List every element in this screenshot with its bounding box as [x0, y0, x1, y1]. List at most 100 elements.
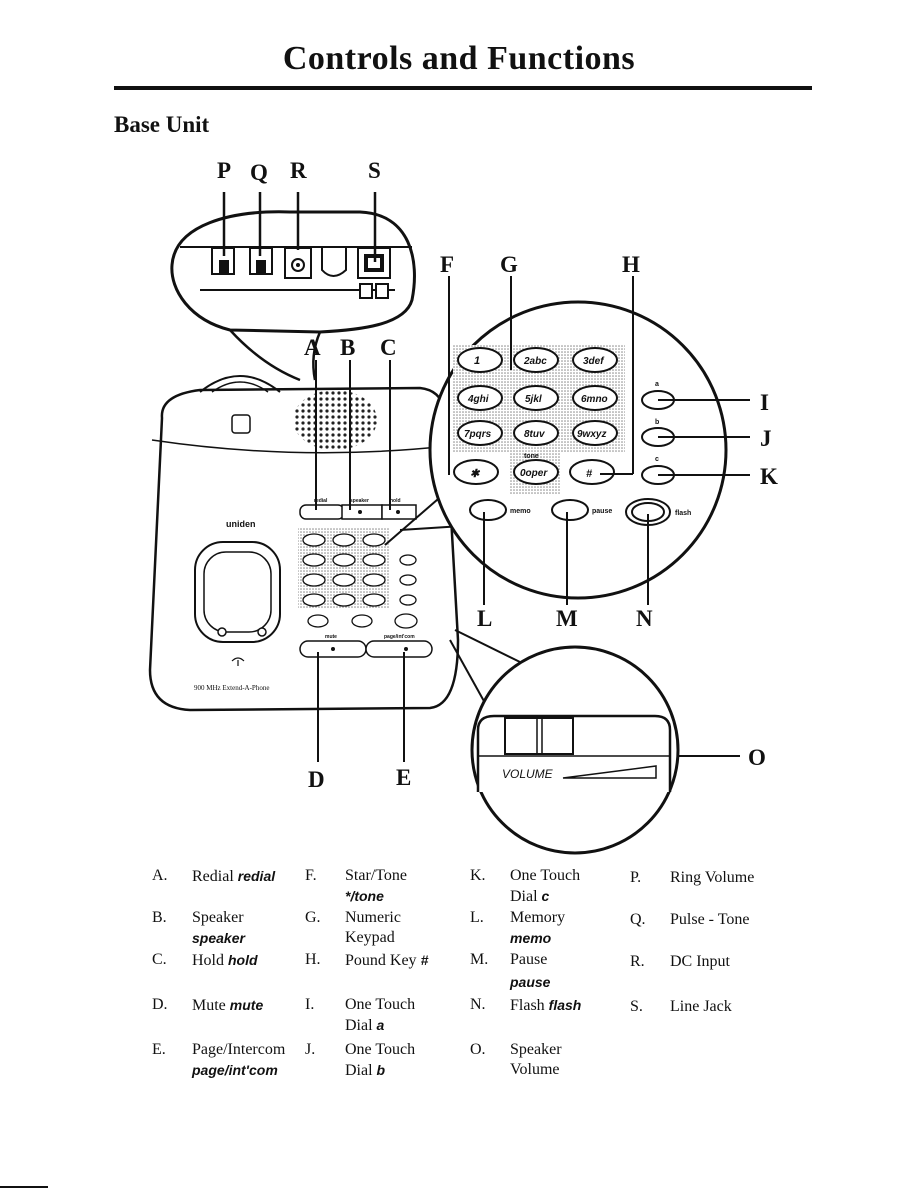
pause-label: pause [592, 508, 612, 515]
legend-text: Hold hold [192, 950, 258, 971]
legend-text-2: Dial b [345, 1060, 385, 1081]
legend-letter: S. [630, 998, 643, 1015]
legend-label: Ring Volume [670, 869, 755, 886]
legend-letter: Q. [630, 911, 646, 928]
legend-letter: L. [470, 909, 484, 926]
legend-label: Hold [192, 952, 224, 969]
callout-g: G [500, 252, 518, 277]
page-title: Controls and Functions [282, 40, 636, 77]
section-heading: Base Unit [114, 112, 210, 137]
legend-label: Line Jack [670, 998, 732, 1015]
legend-key: memo [510, 930, 552, 946]
legend-letter: M. [470, 951, 489, 968]
callout-l: L [477, 606, 492, 631]
page-label: page/int'com [384, 634, 415, 640]
legend-text: Redial redial [192, 866, 275, 887]
key-3: 3def [583, 356, 605, 367]
legend-text: Mute mute [192, 995, 263, 1016]
page-corner-mark [0, 1186, 48, 1188]
legend-label-2: Dial [345, 1017, 373, 1034]
c-label: c [655, 456, 659, 463]
callout-s: S [368, 158, 381, 183]
legend-label-2: Keypad [345, 929, 395, 946]
volume-callout [449, 629, 740, 855]
legend-label: Mute [192, 997, 226, 1014]
legend-letter: J. [305, 1041, 316, 1058]
key-6: 6mno [581, 394, 608, 405]
legend-key: */tone [345, 888, 384, 904]
key-1: 1 [474, 355, 480, 367]
legend-letter: G. [305, 909, 321, 926]
callout-q: Q [250, 160, 268, 185]
legend-key: pause [510, 974, 551, 990]
legend-key: c [541, 888, 550, 904]
legend-key: # [420, 952, 429, 968]
legend-letter: C. [152, 951, 167, 968]
legend-key: mute [229, 997, 264, 1013]
key-4: 4ghi [467, 394, 489, 405]
legend-letter: O. [470, 1041, 486, 1058]
legend-label: Speaker [192, 909, 244, 926]
title-rule [114, 86, 812, 90]
legend-label: Pause [510, 951, 548, 968]
legend-label: One Touch [345, 996, 416, 1013]
legend-label: Memory [510, 909, 566, 926]
legend-text-2: Dial c [510, 886, 549, 907]
legend-letter: P. [630, 869, 642, 886]
legend-text-2: Dial a [345, 1015, 384, 1036]
legend-key: hold [228, 952, 258, 968]
base-unit-diagram: P Q R S [148, 158, 778, 855]
legend-text: Pound Key # [345, 950, 428, 971]
legend-label: Redial [192, 868, 234, 885]
callout-r: R [290, 158, 307, 183]
legend-letter: H. [305, 951, 321, 968]
legend-label: Pound Key [345, 952, 417, 969]
legend-letter: R. [630, 953, 645, 970]
b-label: b [655, 419, 659, 426]
legend-key: page/int'com [192, 1062, 278, 1078]
base-unit-body [148, 375, 460, 712]
speaker-label: speaker [350, 498, 369, 504]
legend-label: Pulse - Tone [670, 911, 750, 928]
key-pound: # [586, 468, 593, 480]
callout-f: F [440, 252, 454, 277]
memo-label: memo [510, 508, 531, 515]
key-0: 0oper [520, 468, 548, 479]
key-9: 9wxyz [577, 429, 606, 440]
tone-label: tone [524, 453, 539, 460]
mute-label: mute [325, 634, 337, 640]
keypad-callout [384, 276, 750, 605]
callout-c: C [380, 335, 397, 360]
legend-key: a [376, 1017, 385, 1033]
callout-m: M [556, 606, 578, 631]
legend-letter: K. [470, 867, 486, 884]
legend-label: DC Input [670, 953, 730, 970]
legend-label: One Touch [345, 1041, 416, 1058]
legend-label: One Touch [510, 867, 581, 884]
volume-label: VOLUME [502, 767, 554, 781]
callout-d: D [308, 767, 325, 792]
callout-i: I [760, 390, 769, 415]
redial-label: redial [314, 498, 328, 504]
brand-logo: uniden [226, 519, 256, 529]
legend-text: Flash flash [510, 995, 581, 1016]
callout-p: P [217, 158, 231, 183]
legend-label-2: Dial [510, 888, 538, 905]
callout-a: A [304, 335, 321, 360]
flash-label: flash [675, 510, 691, 517]
legend-label-2: Dial [345, 1062, 373, 1079]
legend-letter: A. [152, 867, 168, 884]
callout-e: E [396, 765, 411, 790]
legend-key: redial [237, 868, 276, 884]
back-panel-callout [170, 192, 416, 382]
legend-letter: I. [305, 996, 315, 1013]
legend-label: Star/Tone [345, 867, 407, 884]
key-5: 5jkl [525, 394, 542, 405]
callout-n: N [636, 606, 653, 631]
legend-label: Page/Intercom [192, 1041, 286, 1058]
legend-label: Speaker [510, 1041, 562, 1058]
hold-label: hold [390, 498, 401, 504]
callout-h: H [622, 252, 640, 277]
legend-letter: N. [470, 996, 486, 1013]
legend-label-2: Volume [510, 1061, 560, 1078]
